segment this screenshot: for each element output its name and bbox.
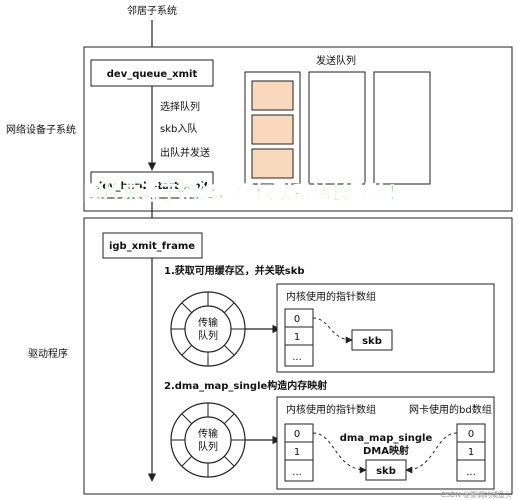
nic-array-title: 网卡使用的bd数组 <box>409 403 492 416</box>
bd-cell-2-text: ... <box>466 467 476 478</box>
skb-box-1 <box>351 329 393 351</box>
ring1-label-line2: 队列 <box>198 329 218 342</box>
bd-cell-0-text: 0 <box>468 429 474 440</box>
step-skb-enqueue: skb入队 <box>160 122 197 135</box>
driver-label: 驱动程序 <box>28 347 68 360</box>
array1-cell-1-text: 1 <box>294 332 300 343</box>
network-device-subsystem-label: 网络设备子系统 <box>6 123 76 136</box>
bd-pointer-arrow <box>405 432 458 474</box>
ring1-label-line1: 传输 <box>198 316 218 329</box>
tx-ring-1 <box>170 291 246 367</box>
ring2-label-line1: 传输 <box>198 427 218 440</box>
kernel-array-title-2: 内核使用的指针数组 <box>286 403 376 416</box>
dev-queue-xmit-box <box>90 59 214 87</box>
array1-cell-2-text: ... <box>292 352 302 363</box>
step1-label: 1.获取可用缓存区，并关联skb <box>164 264 305 277</box>
send-queue-title: 发送队列 <box>316 54 356 67</box>
array1-cell-0-text: 0 <box>294 314 300 325</box>
step2-label: 2.dma_map_single构造内存映射 <box>164 379 327 392</box>
neighbor-subsystem-label: 邻居子系统 <box>127 4 177 17</box>
kernel-array-title-1: 内核使用的指针数组 <box>286 290 376 303</box>
array2-cell-2 <box>284 459 314 482</box>
bd-cell-2 <box>456 459 486 482</box>
array2-cell-0-text: 0 <box>294 429 300 440</box>
pointer-arrow-2 <box>312 432 367 474</box>
array1-cell-2 <box>284 344 314 367</box>
dma-mapping-label: DMA映射 <box>363 444 409 457</box>
queue-slot-1 <box>251 80 294 111</box>
array2-cell-2-text: ... <box>292 467 302 478</box>
dev-hard-start-xmit-box <box>90 171 214 199</box>
send-queue-3 <box>373 71 431 185</box>
ring2-label-line2: 队列 <box>198 440 218 453</box>
skb-label-1: skb <box>362 336 382 347</box>
queue-slot-3 <box>251 148 294 179</box>
watermark-text: 图片来源于网络，侵权联系站长删除！ <box>83 181 406 204</box>
dev-hard-start-xmit-label: dev_hard_start_xmit <box>95 181 209 192</box>
dev-queue-xmit-label: dev_queue_xmit <box>107 69 198 80</box>
step-select-queue: 选择队列 <box>160 100 200 113</box>
igb-xmit-frame-box <box>102 232 203 259</box>
bd-cell-1-text: 1 <box>468 447 474 458</box>
dma-map-single-label: dma_map_single <box>340 433 433 444</box>
igb-xmit-frame-label: igb_xmit_frame <box>109 241 195 252</box>
skb-label-2: skb <box>376 466 396 477</box>
array2-cell-1-text: 1 <box>294 447 300 458</box>
send-queue-2 <box>308 71 366 185</box>
queue-slot-2 <box>251 114 294 145</box>
skb-box-2 <box>365 459 407 481</box>
step-dequeue-send: 出队并发送 <box>160 146 210 159</box>
footer-credit: CSDN @重调的咸鱼头 <box>441 490 512 499</box>
tx-ring-2 <box>170 402 246 478</box>
